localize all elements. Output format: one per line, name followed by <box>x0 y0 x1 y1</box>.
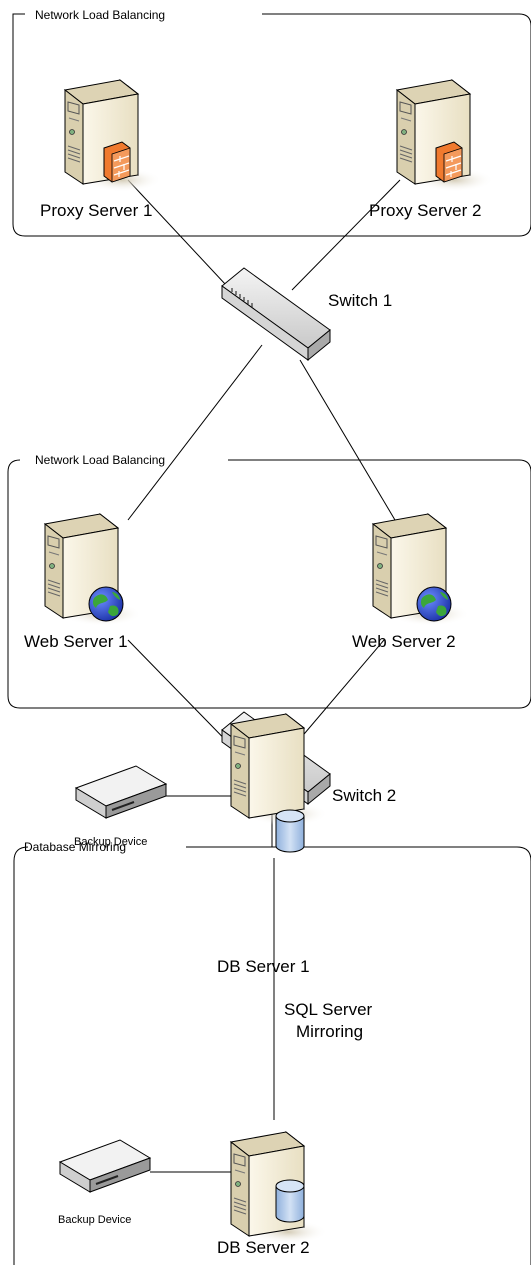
db-server-2[interactable] <box>230 1131 329 1245</box>
group-proxy-nlb: Network Load Balancing <box>12 8 531 237</box>
backup-device-2[interactable] <box>59 1139 151 1193</box>
web-server-2-label: Web Server 2 <box>352 632 456 651</box>
network-switch-icon <box>221 267 331 361</box>
db-server-1-label: DB Server 1 <box>217 957 310 976</box>
backup-device-icon <box>75 765 167 819</box>
group-db-mirroring-label: Database Mirroring <box>24 840 126 854</box>
link-switch1-web1 <box>127 344 263 521</box>
group-web-nlb: Network Load Balancing <box>7 453 531 709</box>
firewall-icon <box>103 141 131 183</box>
backup-device-1-label: Backup Device <box>74 836 147 848</box>
mirroring-label-line2: Mirroring <box>296 1022 363 1041</box>
db-server-2-label: DB Server 2 <box>217 1238 310 1257</box>
globe-icon <box>88 586 124 622</box>
database-icon <box>275 1179 305 1223</box>
switch-2-label: Switch 2 <box>332 786 396 805</box>
proxy-server-2-label: Proxy Server 2 <box>369 201 481 220</box>
link-switch1-web2 <box>299 359 396 521</box>
backup-device-1[interactable] <box>75 765 167 819</box>
link-proxy2-switch1 <box>291 179 401 291</box>
link-proxy1-switch1 <box>127 179 241 301</box>
group-proxy-nlb-border <box>12 13 531 237</box>
group-web-nlb-label: Network Load Balancing <box>35 453 165 467</box>
backup-device-2-label: Backup Device <box>58 1214 131 1226</box>
database-icon <box>275 809 305 853</box>
switch-1-label: Switch 1 <box>328 291 392 310</box>
proxy-server-1-label: Proxy Server 1 <box>40 201 152 220</box>
group-web-nlb-border <box>7 459 531 709</box>
globe-icon <box>416 586 452 622</box>
backup-device-icon <box>59 1139 151 1193</box>
proxy-server-1[interactable] <box>64 79 163 193</box>
group-db-mirroring: Database Mirroring <box>13 840 531 1265</box>
switch-1[interactable] <box>221 267 331 361</box>
firewall-icon <box>435 141 463 183</box>
web-server-2[interactable] <box>372 513 471 627</box>
mirroring-label-line1: SQL Server <box>284 1000 373 1019</box>
group-proxy-nlb-label: Network Load Balancing <box>35 8 165 22</box>
proxy-server-2[interactable] <box>396 79 495 193</box>
web-server-1-label: Web Server 1 <box>24 632 128 651</box>
web-server-1[interactable] <box>44 513 143 627</box>
